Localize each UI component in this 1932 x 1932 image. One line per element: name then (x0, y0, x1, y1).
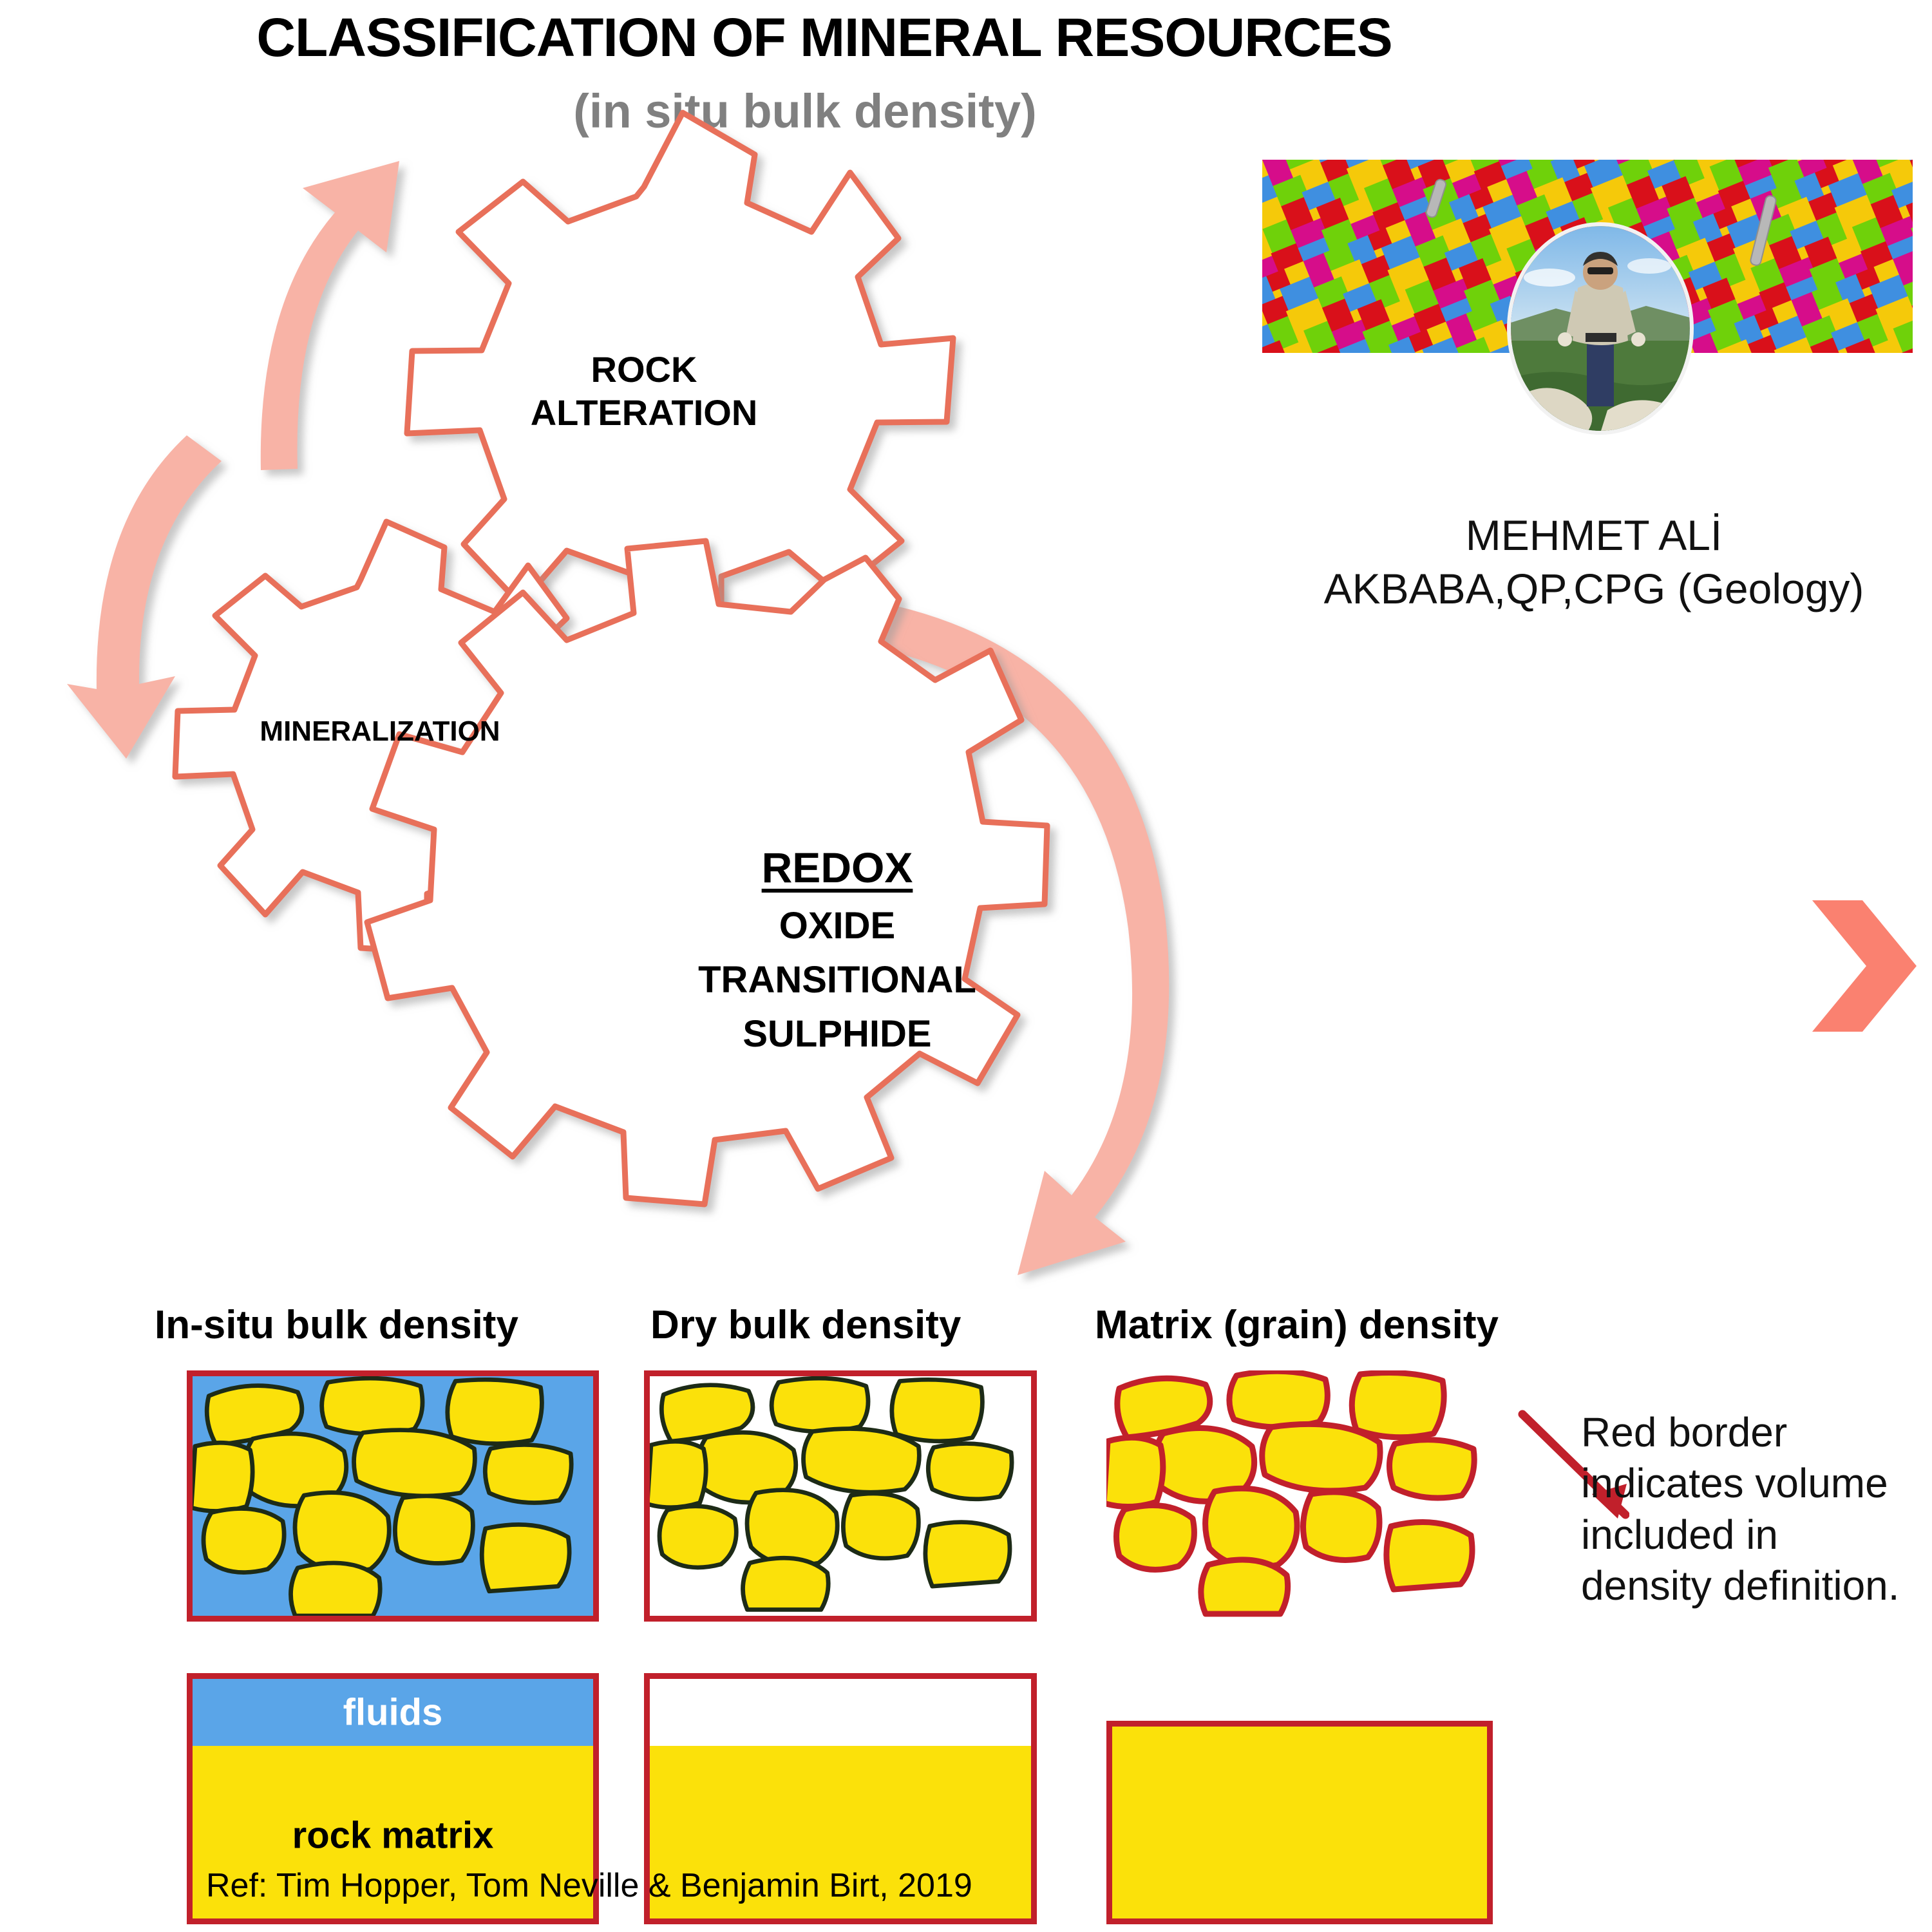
column-heading-dry-bulk: Dry bulk density (650, 1303, 961, 1347)
author-line-2: AKBABA,QP,CPG (Geology) (1323, 565, 1864, 613)
author-name: MEHMET ALİ AKBABA,QP,CPG (Geology) (1262, 509, 1926, 616)
arrow-up-icon (260, 161, 399, 470)
redox-item-sulphide: SULPHIDE (743, 1012, 932, 1055)
page-title: CLASSIFICATION OF MINERAL RESOURCES (256, 7, 1392, 68)
arrow-down-left-icon (67, 435, 222, 759)
redox-item-transitional: TRANSITIONAL (698, 958, 976, 1001)
arrow-up-left-icon (1518, 1410, 1629, 1519)
gear-label-mineralization: MINERALIZATION (260, 715, 500, 747)
author-line-1: MEHMET ALİ (1465, 511, 1723, 559)
reference-text: Ref: Tim Hopper, Tom Neville & Benjamin … (206, 1867, 972, 1904)
stacked-bar-matrix-grain (1106, 1721, 1493, 1924)
gear-label-redox: REDOX OXIDE TRANSITIONAL SULPHIDE (618, 837, 1056, 1061)
chevron-right-icon (1812, 900, 1917, 1032)
grain-panel-matrix-grain (1101, 1368, 1493, 1622)
grain-panel-dry-bulk (644, 1370, 1037, 1622)
gear-label-line-2: ALTERATION (530, 392, 758, 433)
void-segment (650, 1679, 1031, 1747)
stacked-bar-dry-bulk (644, 1673, 1037, 1924)
gear-process-diagram (67, 109, 1170, 1275)
redox-item-oxide: OXIDE (779, 904, 896, 947)
column-heading-in-situ: In-situ bulk density (155, 1303, 518, 1347)
column-heading-matrix-grain: Matrix (grain) density (1095, 1303, 1499, 1347)
rock-matrix-segment: rock matrix (193, 1746, 593, 1918)
annotation-text: Red border indicates volume included in … (1581, 1409, 1900, 1609)
page-subtitle: (in situ bulk density) (573, 84, 1037, 138)
grain-panel-in-situ (187, 1370, 599, 1622)
redox-heading: REDOX (761, 844, 913, 891)
rock-matrix-segment (650, 1746, 1031, 1918)
stacked-bar-in-situ: fluids rock matrix (187, 1673, 599, 1924)
fluids-segment: fluids (193, 1679, 593, 1747)
fluids-label: fluids (343, 1691, 443, 1734)
gear-label-rock-alteration: ROCK ALTERATION (451, 348, 837, 434)
gear-label-line-1: ROCK (591, 349, 697, 390)
rock-matrix-label: rock matrix (292, 1814, 494, 1857)
avatar (1507, 222, 1694, 435)
